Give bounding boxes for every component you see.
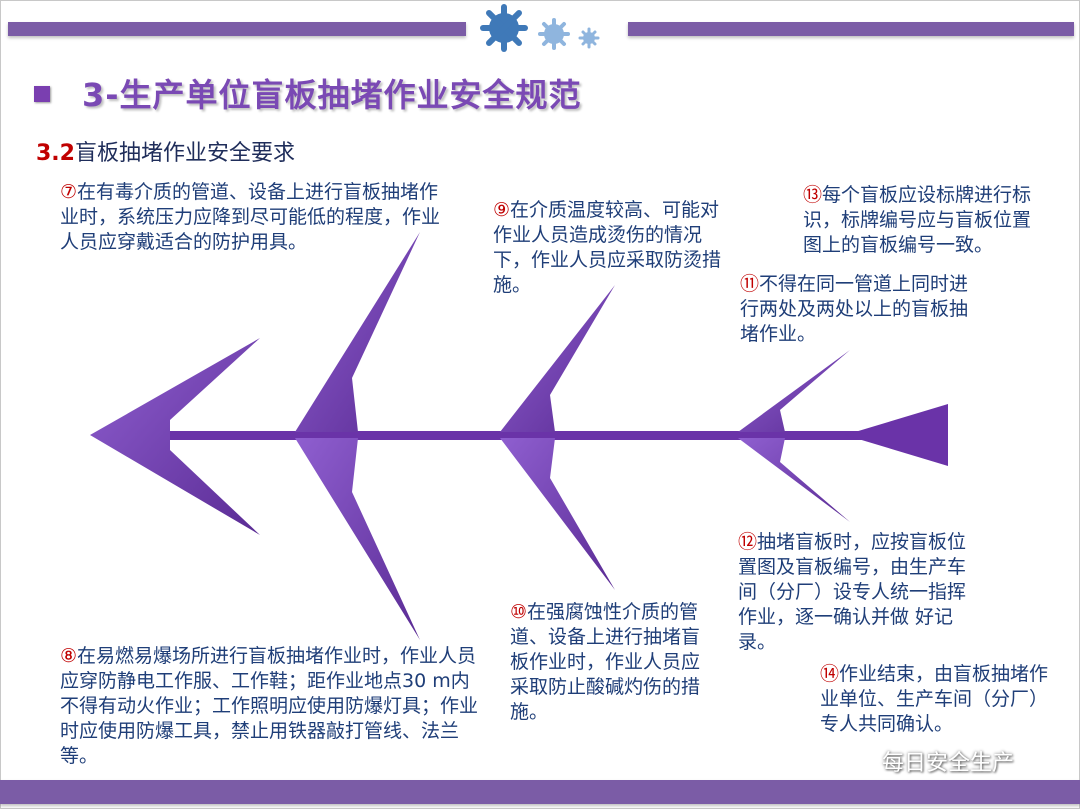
wechat-icon xyxy=(840,748,874,774)
bottom-decor-bar xyxy=(0,780,1080,804)
fishbone-rib-1-lower xyxy=(295,438,420,640)
note-11: ⑪不得在同一管道上同时进行两处及两处以上的盲板抽堵作业。 xyxy=(740,272,975,347)
fishbone-rib-3-lower xyxy=(738,438,850,522)
note-10: ⑩在强腐蚀性介质的管道、设备上进行抽堵盲板作业时，作业人员应采取防止酸碱灼伤的措… xyxy=(510,600,705,725)
fishbone-rib-2 xyxy=(500,285,615,432)
note-13: ⑬每个盲板应设标牌进行标识，标牌编号应与盲板位置图上的盲板编号一致。 xyxy=(803,183,1043,258)
note-9: ⑨在介质温度较高、可能对作业人员造成烫伤的情况下，作业人员应采取防烫措施。 xyxy=(493,198,728,298)
fishbone-tail xyxy=(845,404,948,466)
note-12: ⑫抽堵盲板时，应按盲板位置图及盲板编号，由生产车间（分厂）设专人统一指挥作业，逐… xyxy=(738,530,978,655)
fishbone-rib-1 xyxy=(295,232,420,432)
fishbone-rib-2-lower xyxy=(500,438,615,590)
note-7: ⑦在有毒介质的管道、设备上进行盲板抽堵作业时，系统压力应降到尽可能低的程度，作业… xyxy=(60,180,445,255)
note-14: ⑭作业结束，由盲板抽堵作业单位、生产车间（分厂）专人共同确认。 xyxy=(820,662,1060,737)
watermark-text: 每日安全生产 xyxy=(882,745,1014,777)
watermark: 每日安全生产 xyxy=(840,745,1014,777)
fishbone-rib-3 xyxy=(738,350,850,432)
note-8: ⑧在易燃易爆场所进行盲板抽堵作业时，作业人员应穿防静电工作服、工作鞋；距作业地点… xyxy=(60,644,485,769)
